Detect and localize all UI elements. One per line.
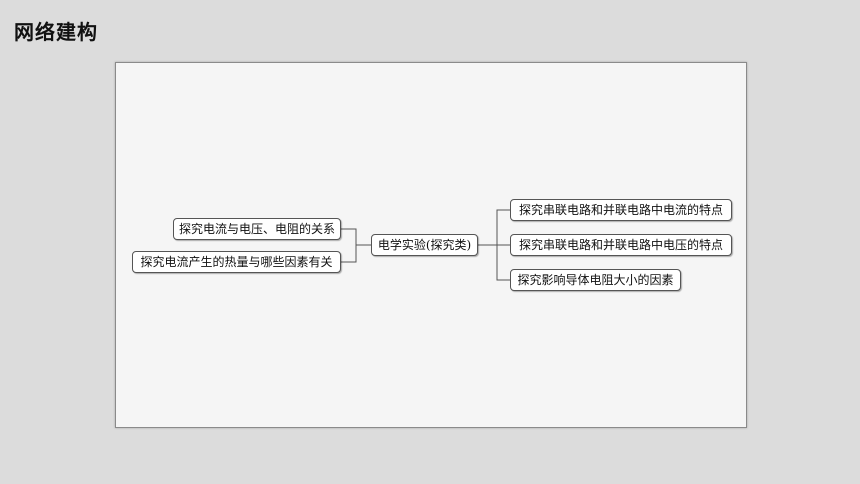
- connector-lines: [341, 209, 510, 281]
- page-title: 网络建构: [14, 20, 98, 44]
- connector-left-2: [341, 245, 357, 263]
- connector-left-1: [341, 228, 357, 245]
- topic-left-current-heat: 探究电流产生的热量与哪些因素有关: [132, 251, 341, 273]
- topic-right-conductor-resistance: 探究影响导体电阻大小的因素: [510, 269, 681, 291]
- topic-center-electrical-experiments: 电学实验(探究类): [371, 234, 478, 256]
- topic-right-series-parallel-current: 探究串联电路和并联电路中电流的特点: [510, 199, 732, 221]
- mind-map-canvas: 探究电流与电压、电阻的关系 探究电流产生的热量与哪些因素有关 电学实验(探究类)…: [115, 62, 747, 428]
- topic-left-current-voltage-resistance: 探究电流与电压、电阻的关系: [173, 218, 341, 240]
- topic-right-series-parallel-voltage: 探究串联电路和并联电路中电压的特点: [510, 234, 732, 256]
